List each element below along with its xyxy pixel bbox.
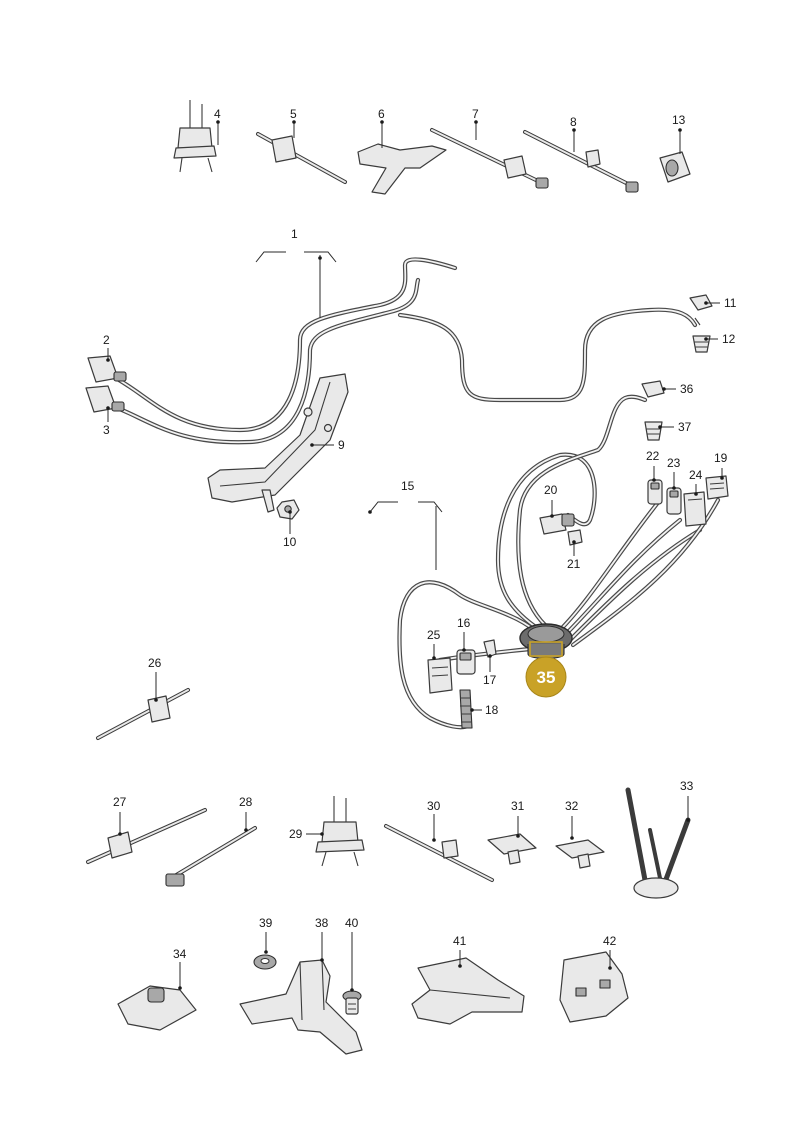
terminal-11: [689, 294, 713, 326]
nut-10: [276, 499, 300, 520]
label-24: 24: [689, 468, 703, 482]
clip-31: [487, 833, 537, 865]
label-36: 36: [680, 382, 694, 396]
label-38: 38: [315, 916, 329, 930]
connector-23: [666, 487, 682, 515]
connector-22: [647, 479, 663, 505]
label-8: 8: [570, 115, 577, 129]
label-2: 2: [103, 333, 110, 347]
label-23: 23: [667, 456, 681, 470]
clip-13: [659, 151, 691, 183]
label-5: 5: [290, 107, 297, 121]
label-6: 6: [378, 107, 385, 121]
label-7: 7: [472, 107, 479, 121]
label-31: 31: [511, 799, 525, 813]
label-9: 9: [338, 438, 345, 452]
label-40: 40: [345, 916, 359, 930]
label-37: 37: [678, 420, 692, 434]
terminal-17: [483, 639, 497, 658]
label-20: 20: [544, 483, 558, 497]
connector-20: [539, 513, 575, 535]
cable-tie-27: [86, 808, 207, 864]
cable-tie-8: [523, 130, 639, 193]
connector-24: [683, 491, 707, 527]
nut-39: [253, 954, 277, 970]
label-13: 13: [672, 113, 686, 127]
connector-19: [705, 475, 729, 500]
label-19: 19: [714, 451, 728, 465]
wiring-harness-main: [107, 257, 698, 445]
label-15: 15: [401, 479, 415, 493]
label-4: 4: [214, 107, 221, 121]
label-12: 12: [722, 332, 736, 346]
label-3: 3: [103, 423, 110, 437]
label-11: 11: [724, 296, 737, 310]
label-21: 21: [567, 557, 581, 571]
label-26: 26: [148, 656, 162, 670]
clip-21: [567, 529, 583, 546]
cable-tie-26: [96, 688, 190, 740]
bracket-9: [207, 373, 349, 513]
label-27: 27: [113, 795, 127, 809]
grommet-37: [644, 421, 663, 441]
terminal-36: [641, 380, 665, 398]
connector-3: [85, 385, 125, 413]
bracket-38: [239, 959, 363, 1055]
clip-29: [315, 796, 365, 867]
label-18: 18: [485, 703, 499, 717]
label-25: 25: [427, 628, 441, 642]
cable-tie-7: [430, 128, 549, 189]
cable-tie-30: [384, 824, 494, 882]
clip-32: [555, 839, 605, 869]
cable-tie-5: [256, 132, 347, 184]
grommet-35: [519, 623, 573, 660]
cable-tie-28: [165, 826, 257, 887]
badge-35-label: 35: [537, 668, 556, 687]
label-32: 32: [565, 799, 579, 813]
label-22: 22: [646, 449, 660, 463]
leader-lines: [106, 120, 724, 992]
label-17: 17: [483, 673, 497, 687]
label-34: 34: [173, 947, 187, 961]
label-16: 16: [457, 616, 471, 630]
connector-25: [427, 657, 453, 694]
highlight-badge-35[interactable]: 35: [525, 641, 567, 698]
connector-16: [456, 649, 476, 675]
bolt-40: [342, 990, 362, 1015]
label-41: 41: [453, 934, 467, 948]
label-42: 42: [603, 934, 617, 948]
holder-33: [625, 787, 691, 899]
label-1: 1: [291, 227, 298, 241]
label-30: 30: [427, 799, 441, 813]
part-labels: 4 5 6 7 8 13 1 2 3 9 10 11 12 36 37 15 2…: [103, 107, 737, 961]
connector-2: [87, 355, 127, 383]
bracket-41: [411, 957, 525, 1025]
bracket-34: [117, 985, 197, 1031]
label-10: 10: [283, 535, 297, 549]
clip-4: [173, 100, 217, 173]
label-39: 39: [259, 916, 273, 930]
sleeve-18: [459, 689, 473, 729]
label-33: 33: [680, 779, 694, 793]
bracket-6: [357, 143, 447, 195]
label-29: 29: [289, 827, 303, 841]
label-28: 28: [239, 795, 253, 809]
bracket-42: [559, 951, 629, 1023]
